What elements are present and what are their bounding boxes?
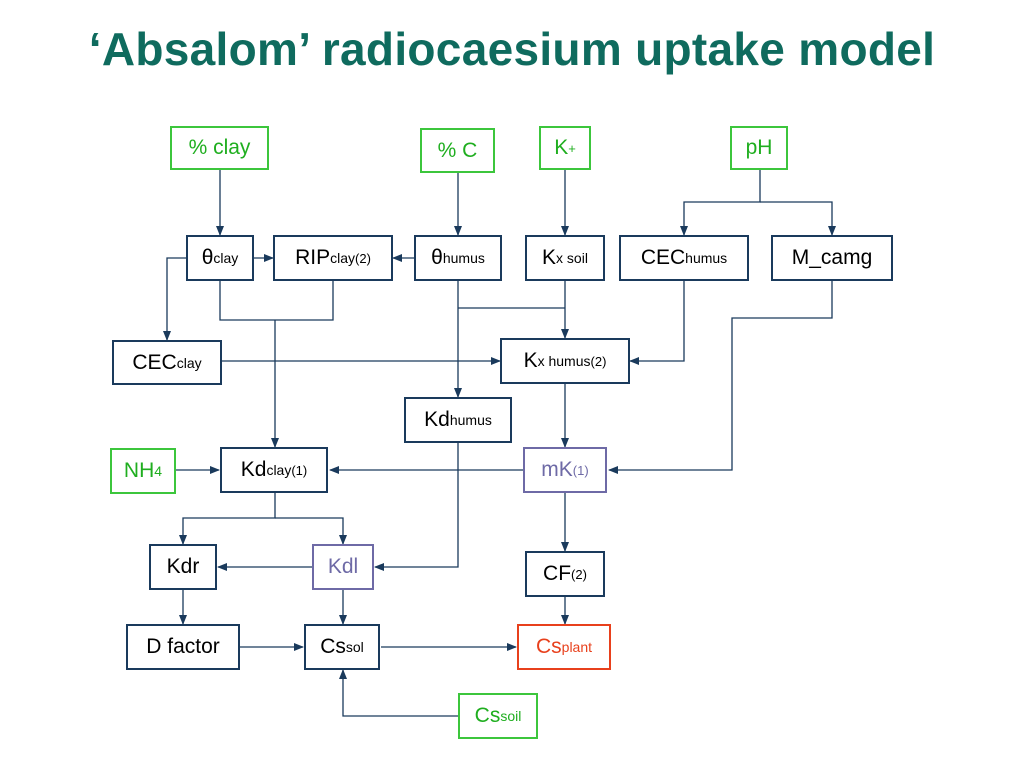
edge-kdhumus-kdl — [374, 443, 459, 571]
edge-mcamg-mk — [608, 281, 833, 474]
theta-humus-base: θ — [431, 246, 443, 269]
kx-humus-sub: x humus — [537, 353, 591, 369]
cf-base: CF — [543, 562, 572, 585]
mk-base: mK — [541, 458, 573, 481]
ph-box: pH — [730, 126, 788, 170]
kx-humus-sup: (2) — [590, 353, 607, 369]
k-plus-base: K — [554, 136, 569, 159]
nh4-sub: 4 — [154, 463, 163, 479]
kd-clay-sub: clay — [266, 462, 292, 478]
edge-kdclay-kdl — [275, 517, 347, 545]
mk-sup: (1) — [572, 462, 589, 478]
mk-box: mK(1) — [523, 447, 607, 493]
cs-soil-base: Cs — [474, 704, 501, 727]
edge-cssoil-cssol — [339, 669, 458, 717]
theta-humus-sub: humus — [442, 250, 485, 266]
theta-clay-sub: clay — [213, 250, 239, 266]
pct-clay-box: % clay — [170, 126, 269, 170]
edge-ph-mcamg — [760, 201, 836, 236]
cs-plant-sub: plant — [561, 639, 593, 655]
edge-theta-cecclay — [163, 257, 186, 341]
nh4-base: NH — [123, 459, 155, 482]
edge-theta-join — [219, 281, 334, 321]
rip-clay-sub: clay — [330, 250, 356, 266]
kdr-box: Kdr — [149, 544, 217, 590]
pct-c-box: % C — [420, 128, 495, 173]
cec-clay-base: CEC — [132, 350, 177, 374]
kd-humus-base: Kd — [424, 408, 450, 431]
rip-clay-sup: (2) — [355, 250, 371, 266]
k-plus-box: K+ — [539, 126, 591, 170]
kx-soil-sub: x soil — [556, 250, 588, 266]
kd-humus-sub: humus — [449, 412, 492, 428]
cf-sup: (2) — [571, 566, 587, 582]
kx-humus-base: K — [523, 349, 538, 372]
cs-sol-base: Cs — [320, 635, 346, 658]
kx-soil-base: K — [542, 246, 557, 269]
page-title: ‘Absalom’ radiocaesium uptake model — [88, 23, 936, 75]
pct-clay-label: % clay — [188, 136, 251, 159]
kdl-box: Kdl — [312, 544, 374, 590]
m-camg-label: M_camg — [791, 246, 873, 269]
rip-clay-base: RIP — [295, 246, 331, 269]
cf-box: CF(2) — [525, 551, 605, 597]
kd-clay-base: Kd — [240, 458, 267, 481]
theta-clay-base: θ — [201, 246, 214, 269]
k-plus-sup: + — [568, 140, 576, 156]
kdl-label: Kdl — [327, 555, 359, 578]
edge-cechumus-kxhumus — [629, 281, 685, 365]
m-camg-box: M_camg — [771, 235, 893, 281]
ph-label: pH — [745, 136, 773, 159]
d-factor-box: D factor — [126, 624, 240, 670]
pct-c-label: % C — [437, 138, 478, 162]
kdr-label: Kdr — [166, 555, 200, 578]
cs-plant-base: Cs — [535, 635, 562, 658]
cs-soil-sub: soil — [500, 708, 522, 724]
cs-sol-sub: sol — [345, 639, 364, 655]
cec-humus-base: CEC — [640, 246, 686, 269]
kd-clay-sup: (1) — [291, 462, 308, 478]
edge-ph-cechumus — [680, 170, 761, 236]
edge-kdclay-split — [179, 493, 276, 545]
cec-humus-sub: humus — [685, 250, 728, 266]
d-factor-label: D factor — [146, 635, 220, 658]
cec-clay-sub: clay — [176, 354, 202, 371]
